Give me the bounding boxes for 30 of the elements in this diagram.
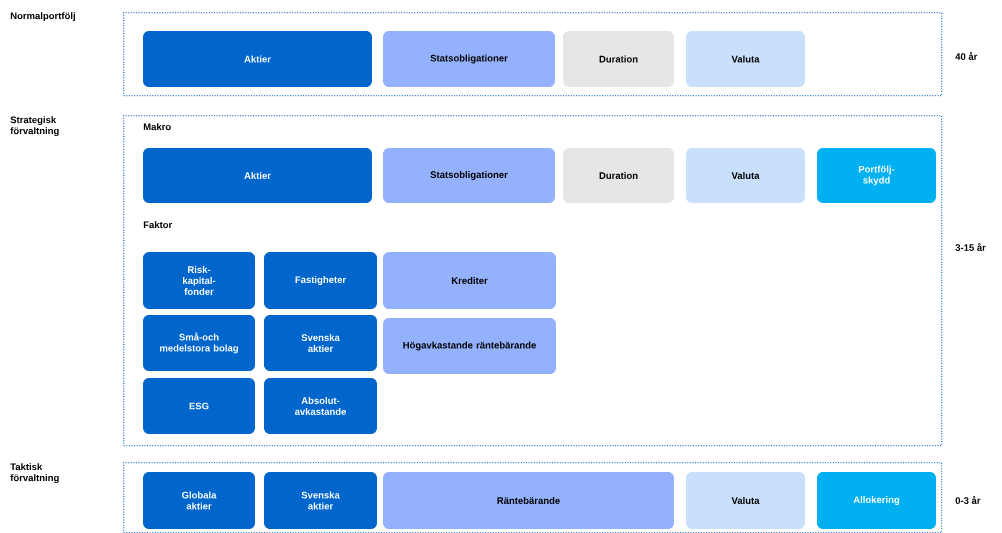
asset-box: Absolut- avkastande	[264, 378, 377, 434]
asset-box: Krediter	[383, 252, 556, 309]
asset-box: Räntebärande	[383, 472, 674, 529]
asset-box: Statsobligationer	[383, 31, 555, 87]
section-heading: Faktor	[143, 221, 173, 229]
asset-box: Svenska aktier	[264, 472, 377, 529]
asset-box: Aktier	[143, 31, 372, 87]
asset-box: Statsobligationer	[383, 148, 555, 203]
group-label: Strategisk förvaltning	[10, 116, 59, 137]
asset-box: Allokering	[817, 472, 936, 529]
asset-box: Valuta	[686, 31, 805, 87]
asset-box: Risk- kapital- fonder	[143, 252, 255, 309]
horizon-label: 40 år	[955, 52, 978, 60]
group-label: Taktisk förvaltning	[10, 463, 59, 484]
horizon-label: 0-3 år	[955, 496, 981, 504]
asset-box: Aktier	[143, 148, 372, 203]
asset-box: Valuta	[686, 472, 805, 529]
asset-box: Valuta	[686, 148, 805, 203]
asset-box: Portfölj- skydd	[817, 148, 936, 203]
group-label: Normalportfölj	[10, 12, 75, 22]
asset-box: Fastigheter	[264, 252, 377, 309]
asset-box: Svenska aktier	[264, 315, 377, 371]
asset-box: Duration	[563, 148, 674, 203]
section-heading: Makro	[143, 123, 171, 131]
asset-box: Globala aktier	[143, 472, 255, 529]
asset-box: Små-och medelstora bolag	[143, 315, 255, 371]
asset-box: Högavkastande räntebärande	[383, 318, 556, 374]
horizon-label: 3-15 år	[955, 243, 986, 251]
asset-box: Duration	[563, 31, 674, 87]
asset-box: ESG	[143, 378, 255, 434]
